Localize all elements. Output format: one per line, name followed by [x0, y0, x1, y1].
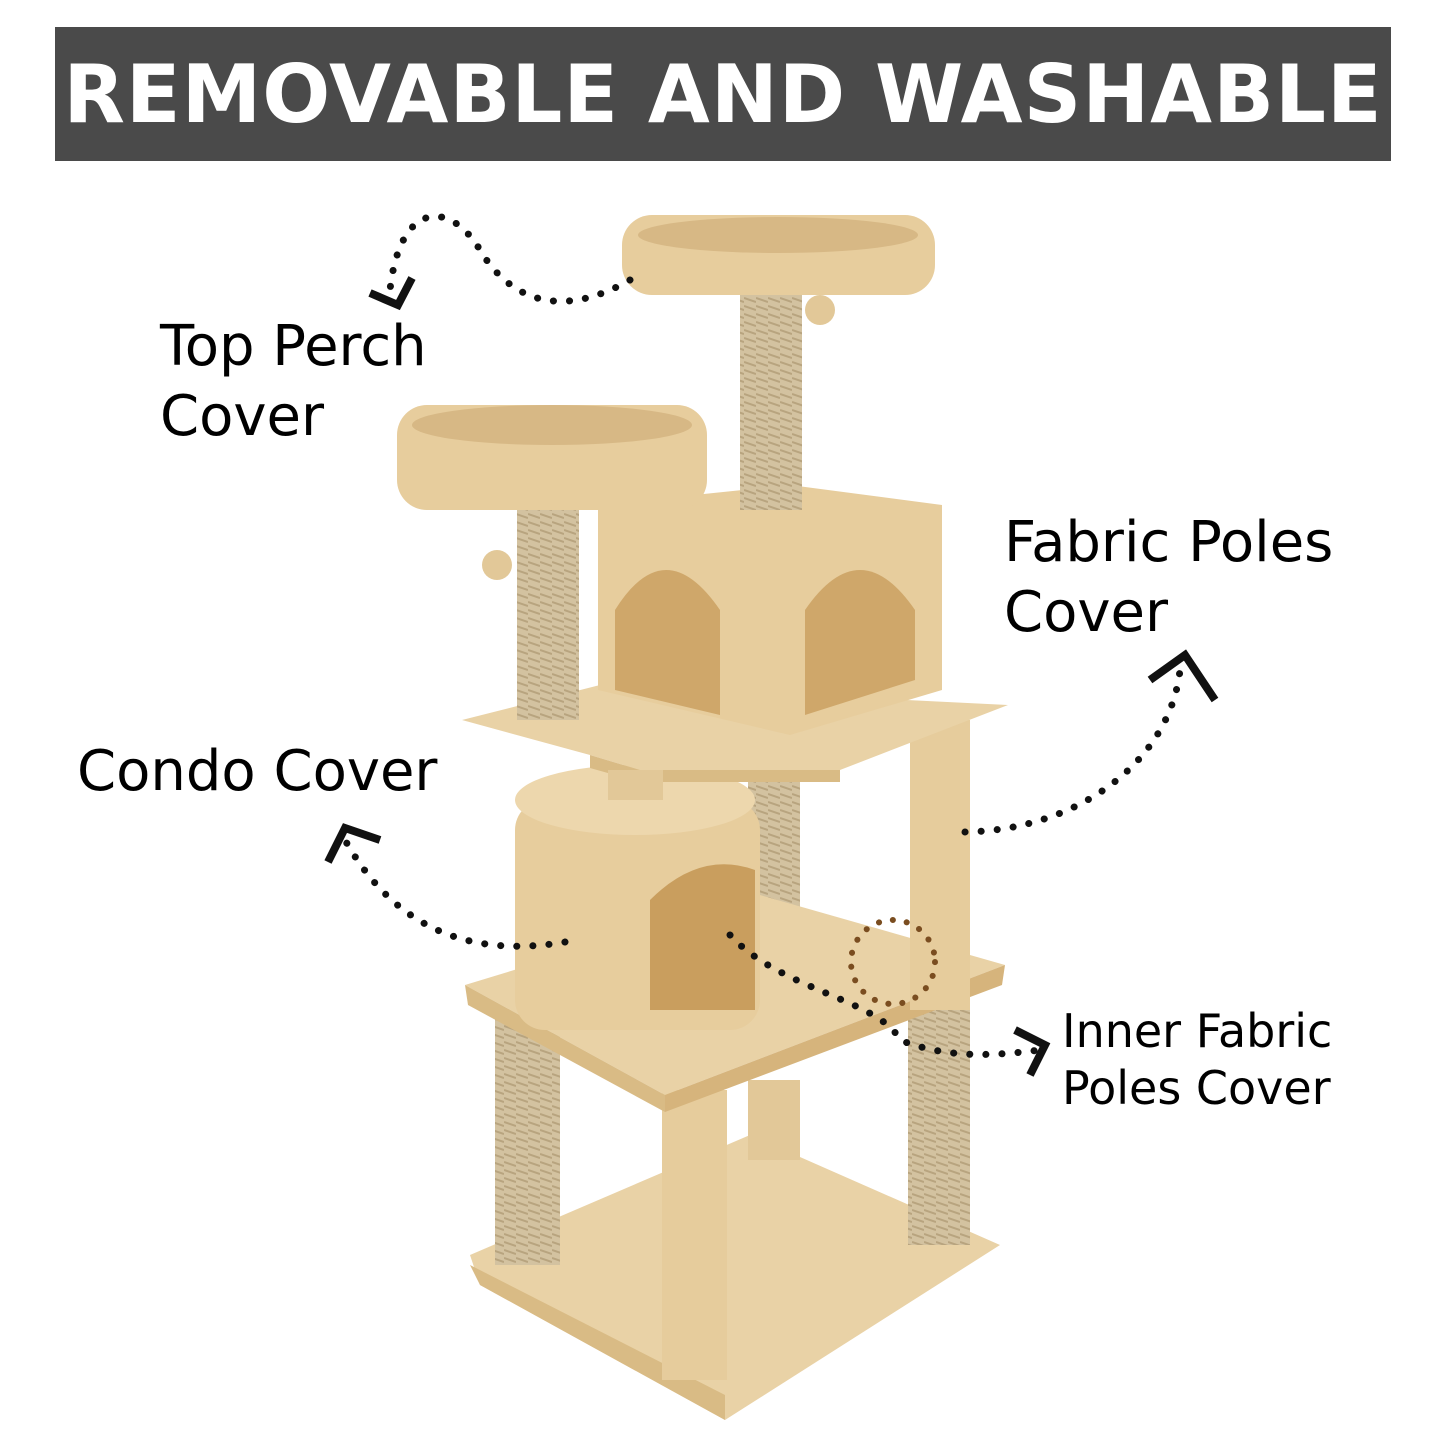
sisal-pole-top	[740, 290, 802, 510]
label-inner-fabric-poles-cover: Inner Fabric Poles Cover	[1062, 1003, 1332, 1117]
inner-pole	[748, 1080, 800, 1160]
label-condo-cover: Condo Cover	[77, 737, 437, 807]
label-line: Inner Fabric	[1062, 1004, 1333, 1058]
label-line: Poles Cover	[1062, 1061, 1331, 1115]
upper-condo	[598, 485, 942, 735]
lower-condo	[515, 765, 760, 1030]
toy-ball	[805, 295, 835, 325]
sisal-pole-right	[908, 990, 970, 1245]
dotted-arrows	[341, 213, 1184, 1058]
label-top-perch-cover: Top Perch Cover	[160, 312, 427, 452]
banner-title: REMOVABLE AND WASHABLE	[63, 47, 1383, 141]
label-line: Fabric Poles	[1004, 510, 1334, 575]
sisal-pole-upper-left	[517, 505, 579, 720]
label-line: Cover	[160, 384, 324, 449]
highlight-circle	[848, 917, 938, 1007]
sisal-pole-left	[495, 1015, 560, 1265]
fabric-pole-front	[662, 1090, 727, 1380]
label-line: Top Perch	[160, 314, 427, 379]
toy-ball	[482, 550, 512, 580]
arrow-heads	[324, 276, 1219, 1077]
fabric-pole-right	[910, 720, 970, 1010]
label-fabric-poles-cover: Fabric Poles Cover	[1004, 508, 1333, 648]
header-banner: REMOVABLE AND WASHABLE	[55, 27, 1391, 161]
top-perch	[622, 215, 935, 295]
label-line: Cover	[1004, 580, 1168, 645]
side-perch	[397, 405, 707, 510]
label-line: Condo Cover	[77, 739, 438, 804]
base-platform	[470, 1135, 1000, 1420]
